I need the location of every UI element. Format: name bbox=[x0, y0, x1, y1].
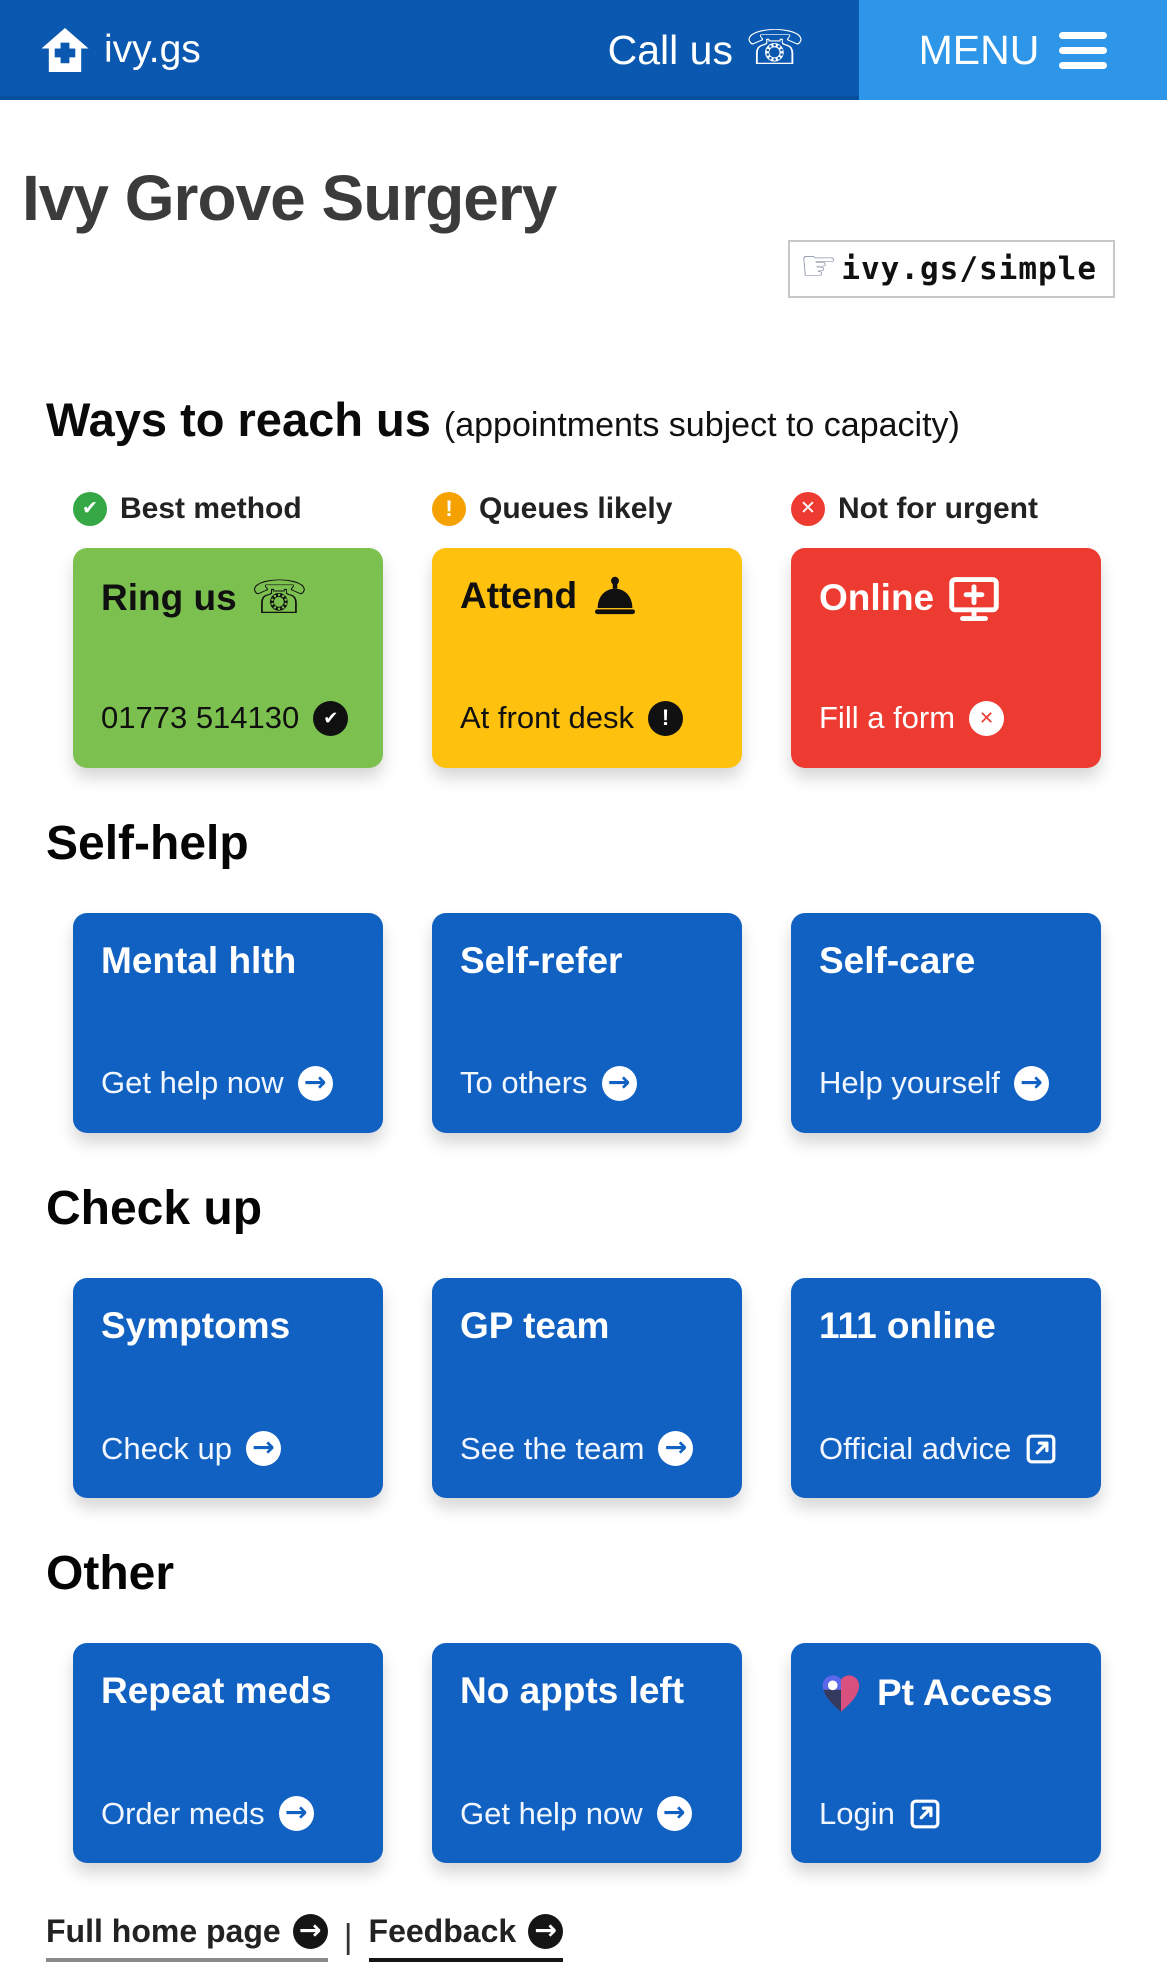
check-up-cards-row: Symptoms Check up → GP team See the team… bbox=[0, 1278, 1167, 1499]
telephone-icon: ☏ bbox=[744, 20, 805, 76]
card-subtext: At front desk bbox=[460, 700, 635, 736]
card-subtext: Check up bbox=[101, 1430, 232, 1466]
call-us-label: Call us bbox=[607, 26, 733, 73]
short-url-chip: ☞ ivy.gs/simple bbox=[787, 240, 1115, 298]
self-care-card[interactable]: Self-care Help yourself → bbox=[791, 912, 1101, 1133]
method-badges-row: ✔ Best method ! Queues likely ✕ Not for … bbox=[0, 491, 1167, 526]
exclaim-circle-icon: ! bbox=[648, 700, 684, 736]
link-label: Feedback bbox=[368, 1913, 517, 1950]
cross-circle-icon: ✕ bbox=[969, 700, 1005, 736]
patient-access-card[interactable]: Pt Access Login bbox=[791, 1643, 1101, 1864]
card-title: 111 online bbox=[819, 1305, 996, 1347]
check-circle-icon: ✔ bbox=[313, 700, 349, 736]
badge-queues-likely: ! Queues likely bbox=[432, 491, 742, 526]
card-title: Pt Access bbox=[877, 1671, 1053, 1713]
brand-label: ivy.gs bbox=[104, 28, 201, 71]
card-subtext: Login bbox=[819, 1796, 895, 1832]
full-home-page-link[interactable]: Full home page → bbox=[46, 1913, 328, 1963]
section-heading-self-help: Self-help bbox=[46, 816, 249, 870]
card-title: No appts left bbox=[460, 1670, 685, 1712]
self-refer-card[interactable]: Self-refer To others → bbox=[432, 912, 742, 1133]
arrow-circle-icon: → bbox=[601, 1065, 637, 1101]
arrow-circle-icon: → bbox=[292, 1914, 328, 1950]
title-bar: Ivy Grove Surgery ☞ ivy.gs/simple bbox=[22, 162, 1115, 298]
card-title: GP team bbox=[460, 1305, 610, 1347]
menu-button[interactable]: MENU bbox=[859, 0, 1167, 100]
pointing-hand-icon: ☞ bbox=[799, 241, 838, 290]
house-cross-logo-icon bbox=[41, 27, 89, 73]
ways-heading-note: (appointments subject to capacity) bbox=[443, 406, 960, 444]
link-label: Full home page bbox=[46, 1913, 281, 1950]
other-cards-row: Repeat meds Order meds → No appts left G… bbox=[0, 1643, 1167, 1864]
badge-label: Queues likely bbox=[479, 491, 673, 525]
card-subtext: To others bbox=[460, 1065, 588, 1101]
arrow-circle-icon: → bbox=[278, 1796, 314, 1832]
exclaim-circle-icon: ! bbox=[432, 491, 466, 526]
gp-team-card[interactable]: GP team See the team → bbox=[432, 1278, 742, 1499]
mental-health-card[interactable]: Mental hlth Get help now → bbox=[73, 912, 383, 1133]
external-link-icon bbox=[1027, 1434, 1056, 1464]
repeat-meds-card[interactable]: Repeat meds Order meds → bbox=[73, 1643, 383, 1864]
footer-separator: | bbox=[343, 1918, 353, 1957]
footer-links: Full home page → | Feedback → bbox=[46, 1913, 1167, 1963]
monitor-plus-icon bbox=[949, 576, 999, 621]
service-bell-icon bbox=[595, 576, 636, 615]
self-help-cards-row: Mental hlth Get help now → Self-refer To… bbox=[0, 912, 1167, 1133]
arrow-circle-icon: → bbox=[245, 1431, 281, 1467]
brand-home-link[interactable]: ivy.gs bbox=[40, 26, 201, 74]
card-subtext: Official advice bbox=[819, 1430, 1012, 1466]
online-card[interactable]: Online Fill a form ✕ bbox=[791, 547, 1101, 768]
external-link-icon bbox=[910, 1799, 940, 1829]
card-subtext: 01773 514130 bbox=[101, 700, 300, 736]
card-title: Symptoms bbox=[101, 1305, 291, 1347]
card-title: Self-refer bbox=[460, 939, 623, 981]
check-circle-icon: ✔ bbox=[73, 491, 107, 526]
feedback-link[interactable]: Feedback → bbox=[368, 1913, 564, 1963]
page-title: Ivy Grove Surgery bbox=[22, 162, 557, 234]
arrow-circle-icon: → bbox=[658, 1431, 694, 1467]
patient-access-heart-logo bbox=[822, 1675, 860, 1712]
ways-heading-text: Ways to reach us bbox=[46, 393, 431, 446]
top-nav-bar: ivy.gs Call us ☏ MENU bbox=[0, 0, 1167, 100]
card-title: Online bbox=[819, 577, 935, 619]
symptoms-card[interactable]: Symptoms Check up → bbox=[73, 1278, 383, 1499]
badge-not-for-urgent: ✕ Not for urgent bbox=[791, 491, 1101, 526]
hamburger-icon bbox=[1059, 31, 1108, 69]
badge-best-method: ✔ Best method bbox=[73, 491, 383, 526]
badge-label: Best method bbox=[120, 491, 302, 525]
arrow-circle-icon: → bbox=[297, 1065, 333, 1101]
ring-us-card[interactable]: Ring us ☏ 01773 514130 ✔ bbox=[73, 547, 383, 768]
ways-heading: Ways to reach us (appointments subject t… bbox=[46, 394, 1137, 446]
card-subtext: Help yourself bbox=[819, 1065, 1000, 1101]
no-appts-left-card[interactable]: No appts left Get help now → bbox=[432, 1643, 742, 1864]
card-title: Self-care bbox=[819, 939, 976, 981]
card-subtext: See the team bbox=[460, 1430, 645, 1466]
card-title: Ring us bbox=[101, 577, 237, 619]
arrow-circle-icon: → bbox=[656, 1796, 692, 1832]
111-online-card[interactable]: 111 online Official advice bbox=[791, 1278, 1101, 1499]
card-subtext: Order meds bbox=[101, 1795, 265, 1831]
short-url-text: ivy.gs/simple bbox=[841, 251, 1097, 287]
card-title: Mental hlth bbox=[101, 939, 297, 981]
badge-label: Not for urgent bbox=[838, 491, 1038, 525]
card-subtext: Fill a form bbox=[819, 700, 956, 736]
card-subtext: Get help now bbox=[460, 1795, 643, 1831]
arrow-circle-icon: → bbox=[528, 1914, 564, 1950]
section-heading-check-up: Check up bbox=[46, 1181, 263, 1235]
section-heading-other: Other bbox=[46, 1547, 175, 1601]
cross-circle-icon: ✕ bbox=[791, 491, 825, 526]
card-title: Attend bbox=[460, 574, 578, 616]
menu-label: MENU bbox=[918, 26, 1040, 73]
reach-cards-row: Ring us ☏ 01773 514130 ✔ Attend At front… bbox=[0, 547, 1167, 768]
card-subtext: Get help now bbox=[101, 1065, 284, 1101]
attend-card[interactable]: Attend At front desk ! bbox=[432, 547, 742, 768]
call-us-link[interactable]: Call us ☏ bbox=[607, 20, 805, 76]
phone-icon: ☏ bbox=[250, 569, 309, 624]
arrow-circle-icon: → bbox=[1013, 1065, 1049, 1101]
card-title: Repeat meds bbox=[101, 1670, 332, 1712]
